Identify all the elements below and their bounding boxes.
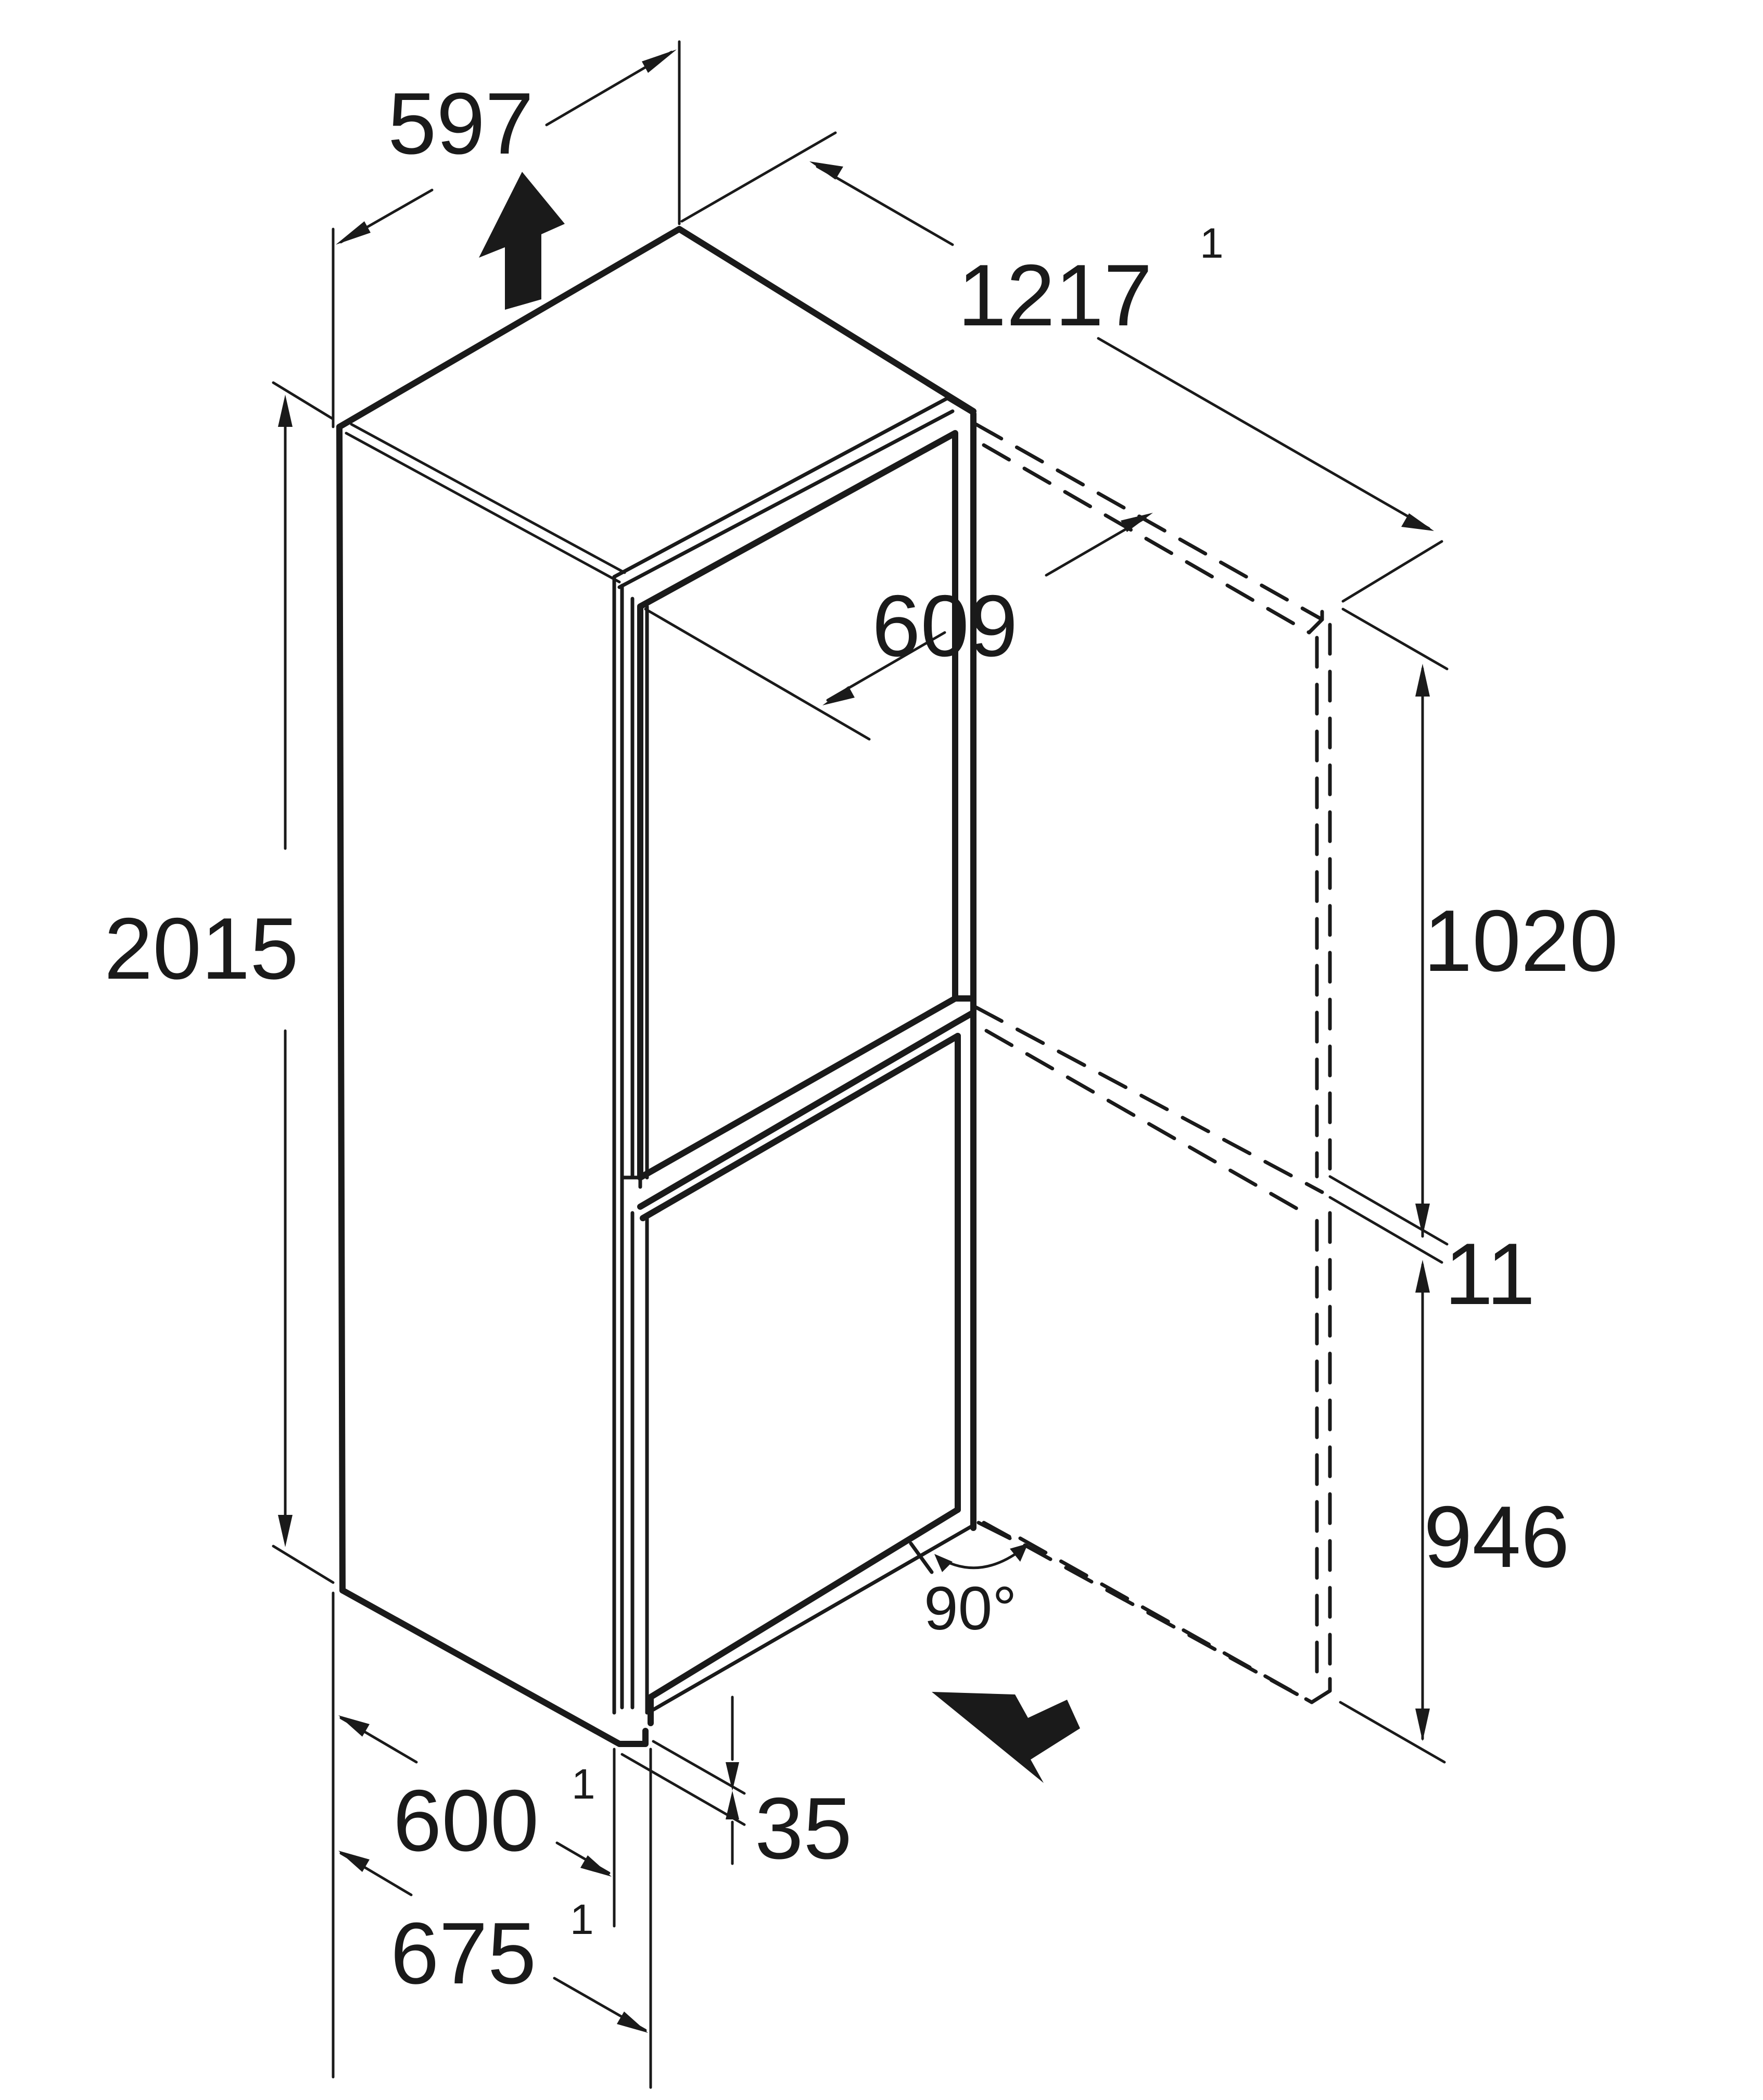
open-door-outline [974,422,1332,1704]
upper-door [620,430,976,1189]
dimension-675-note: 1 [570,1896,594,1943]
dimension-597-label: 597 [388,74,534,172]
dimension-depth-body [644,513,1153,741]
dimension-1217-label: 1217 [958,246,1152,344]
dimension-width-top [332,40,681,428]
arrow-direction-icon [932,1692,1080,1783]
dimension-plinth [620,1696,746,1865]
dimension-675-label: 675 [390,1904,536,2002]
lower-door [630,1009,976,1726]
dimension-1020-label: 1020 [1424,892,1618,990]
dimension-35-label: 35 [755,1779,852,1877]
dimension-width-handle [338,1748,652,2089]
dimension-door-angle [909,1521,1314,1704]
dimension-width-front [332,1591,616,2079]
fridge-body [336,226,976,1747]
dimension-600-note: 1 [572,1761,595,1808]
dimension-11-label: 11 [1444,1225,1535,1323]
dimension-door-heights [1328,608,1449,1764]
dimension-height-total [272,381,335,1584]
dimension-depth-door-open [680,131,1443,603]
dimension-90-label: 90° [924,1574,1017,1643]
dimension-2015-label: 2015 [104,900,299,997]
dimension-600-label: 600 [393,1772,539,1869]
dimension-1217-note: 1 [1200,220,1224,267]
arrow-up-icon [479,172,565,310]
dimension-609-label: 609 [872,577,1018,675]
dimension-946-label: 946 [1424,1488,1569,1586]
